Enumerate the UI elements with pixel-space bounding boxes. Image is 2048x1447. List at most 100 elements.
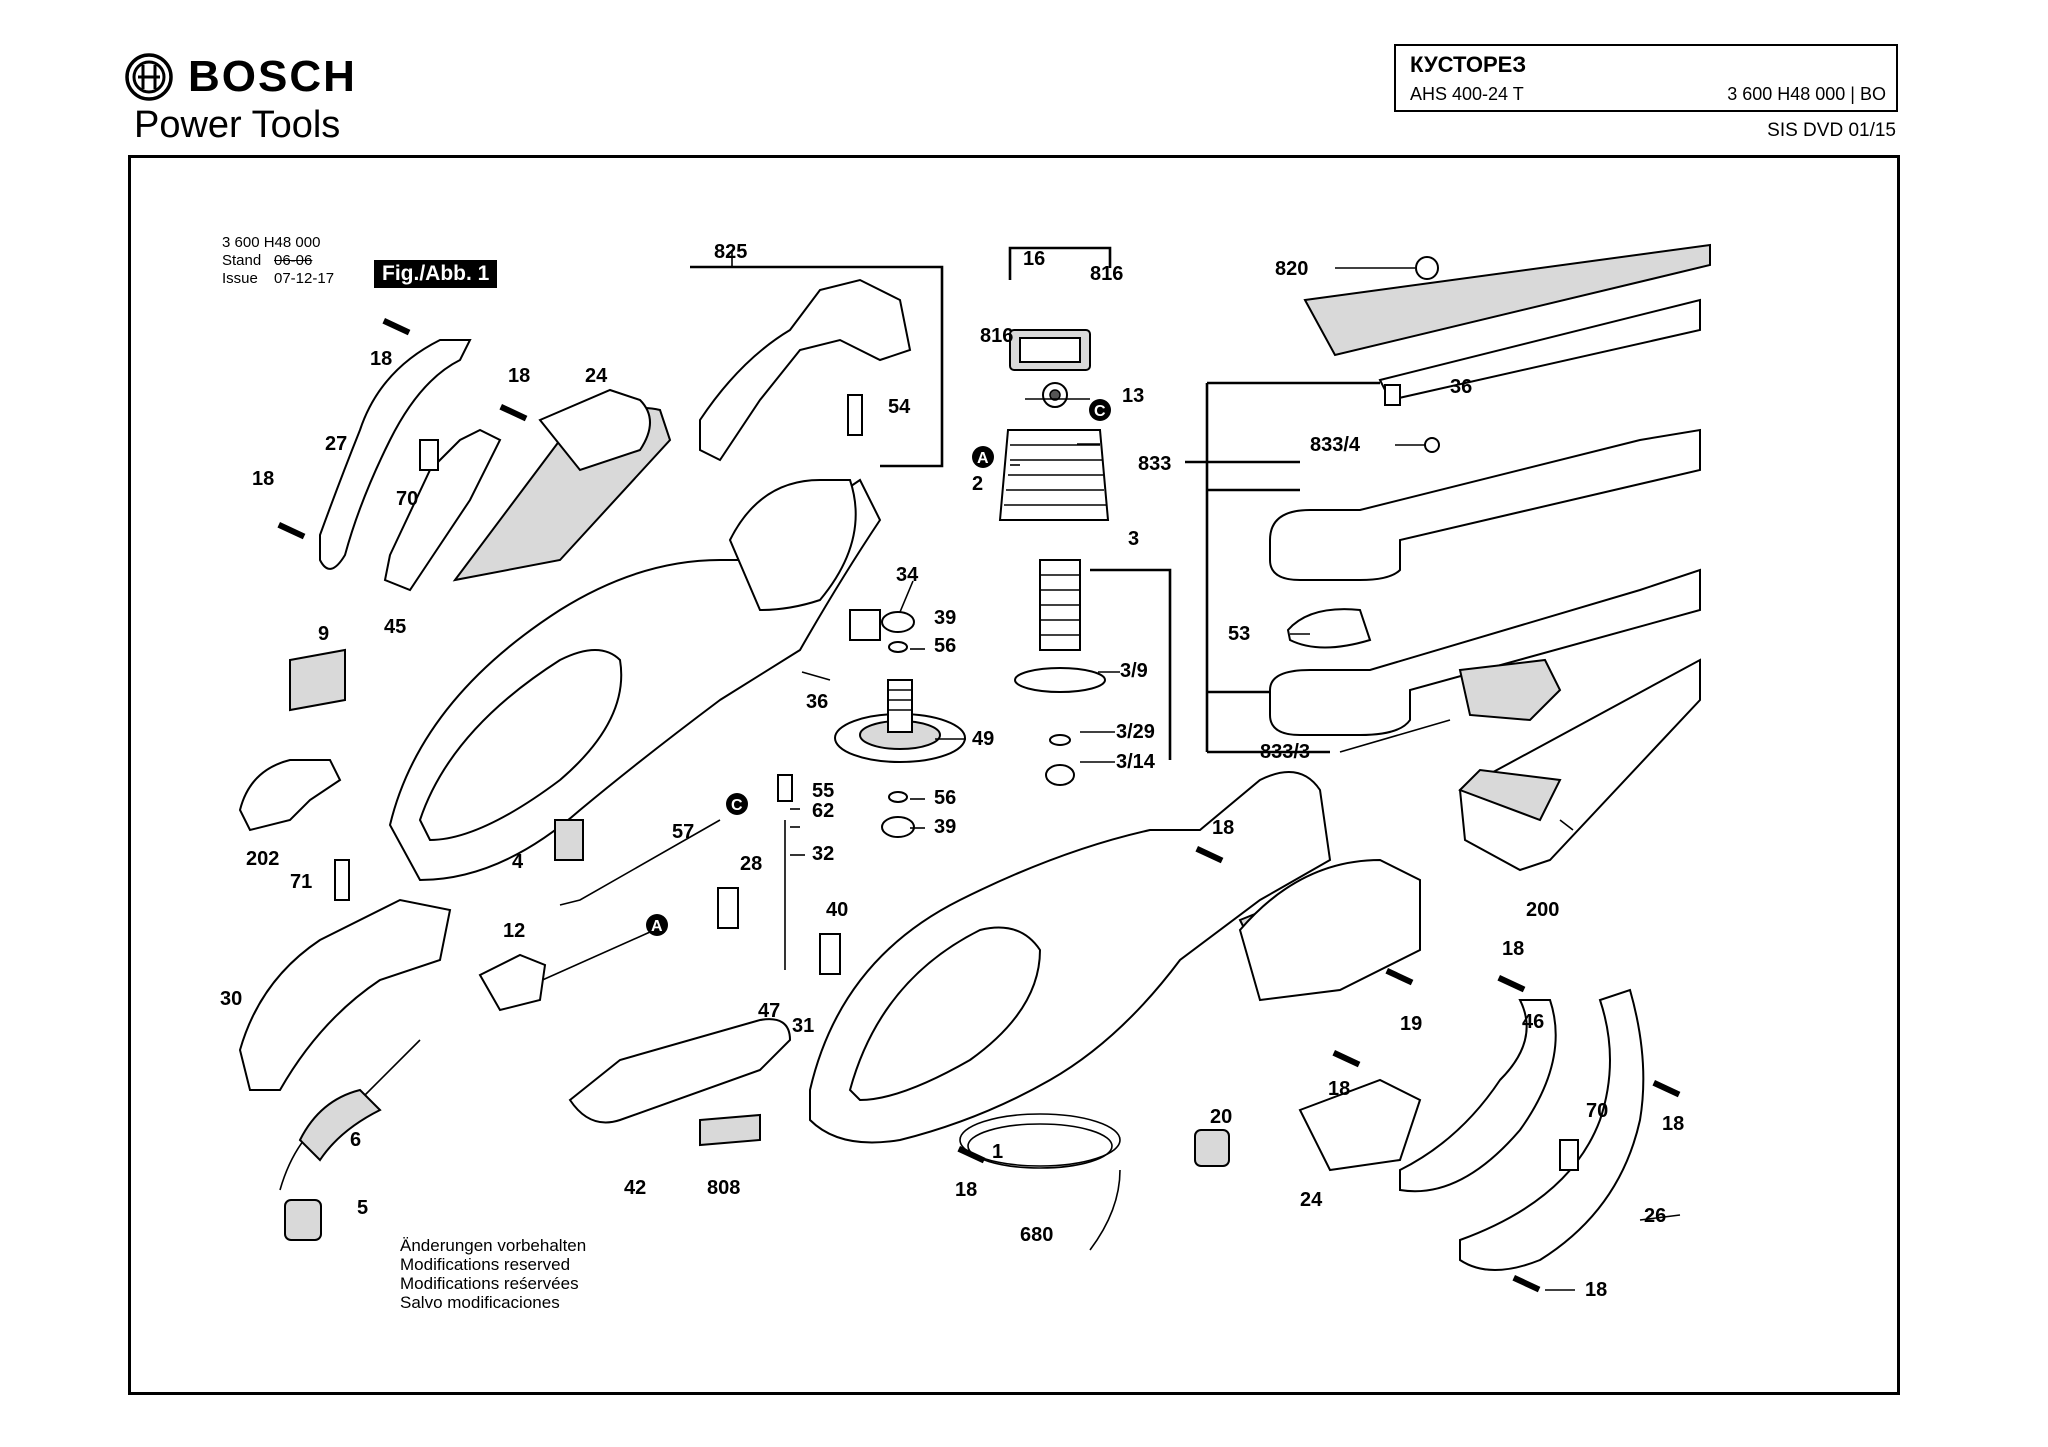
label-3-14: 3/14 — [1116, 751, 1156, 773]
part-26 — [1459, 988, 1645, 1271]
svg-text:C: C — [1094, 403, 1106, 420]
label-808 — [699, 1113, 761, 1147]
bosch-armature-icon — [125, 53, 173, 101]
stand-value: 06-06 — [274, 252, 313, 269]
label-3-29: 3/29 — [1116, 721, 1155, 743]
spring-55 — [777, 774, 793, 802]
figure-label: Fig./Abb. 1 — [374, 260, 498, 288]
label-56a: 56 — [934, 635, 956, 657]
label-36a: 36 — [1450, 376, 1472, 398]
doc-number: 3 600 H48 000 — [222, 234, 321, 251]
label-27: 27 — [325, 433, 347, 455]
product-title: КУСТОРЕЗ — [1410, 52, 1527, 77]
screws — [277, 318, 1681, 1293]
label-28: 28 — [740, 853, 762, 875]
bracket-825 — [690, 265, 944, 468]
part-27 — [319, 339, 472, 570]
label-202: 202 — [246, 848, 279, 870]
label-825: 825 — [714, 241, 747, 263]
spring-54 — [847, 394, 863, 436]
label-833-3: 833/3 — [1260, 741, 1310, 763]
label-6: 6 — [350, 1129, 361, 1151]
model-name: AHS 400-24 T — [1410, 84, 1524, 104]
label-40: 40 — [826, 899, 848, 921]
stand-label: Stand — [222, 252, 262, 269]
sis-version: SIS DVD 01/15 — [1767, 120, 1896, 141]
label-57: 57 — [672, 821, 694, 843]
svg-text:A: A — [651, 918, 663, 935]
label-18d: 18 — [1212, 817, 1234, 839]
label-3: 3 — [1128, 528, 1139, 550]
doc-meta: 3 600 H48 000 Stand 06-06 Issue 07-12-17 — [222, 234, 334, 288]
part-825 — [699, 278, 912, 462]
label-32: 32 — [812, 843, 834, 865]
note-en: Modifications reserved — [400, 1255, 571, 1274]
plug-5 — [284, 1199, 322, 1241]
label-24a: 24 — [585, 365, 608, 387]
spring-70b — [1559, 1139, 1579, 1171]
part-833-4 — [1424, 437, 1440, 453]
cable-680 — [959, 1113, 1121, 1167]
marker-a-1: A — [972, 446, 994, 468]
spring-70a — [419, 439, 439, 471]
part-820 — [1415, 256, 1439, 280]
part-40 — [819, 933, 841, 975]
label-13: 13 — [1122, 385, 1144, 407]
label-18i: 18 — [1585, 1279, 1607, 1301]
label-18b: 18 — [508, 365, 530, 387]
subbrand: Power Tools — [134, 104, 341, 146]
label-26: 26 — [1644, 1205, 1666, 1227]
label-16: 16 — [1023, 248, 1045, 270]
bosch-logo: BOSCH — [124, 52, 357, 102]
label-53: 53 — [1228, 623, 1250, 645]
note-fr: Modifications reśervées — [400, 1274, 579, 1293]
label-39b: 39 — [934, 816, 956, 838]
part-28 — [717, 887, 739, 929]
bracket-16 — [1008, 246, 1112, 280]
label-18e: 18 — [1502, 938, 1524, 960]
title-box: КУСТОРЕЗ AHS 400-24 T 3 600 H48 000 | BO — [1394, 44, 1898, 112]
label-70b: 70 — [1586, 1100, 1608, 1122]
label-833-4: 833/4 — [1310, 434, 1361, 456]
label-19: 19 — [1400, 1013, 1422, 1035]
label-62: 62 — [812, 800, 834, 822]
part-42 — [568, 1018, 792, 1124]
label-816a: 816 — [1090, 263, 1123, 285]
part-number: 3 600 H48 000 | BO — [1727, 84, 1886, 104]
label-1: 1 — [992, 1141, 1003, 1163]
label-12: 12 — [503, 920, 525, 942]
note-es: Salvo modificaciones — [400, 1293, 560, 1312]
label-36b: 36 — [806, 691, 828, 713]
part-46 — [1399, 999, 1557, 1193]
part-70-45 — [383, 428, 502, 592]
label-34: 34 — [896, 564, 919, 586]
label-70a: 70 — [396, 488, 418, 510]
bracket-3 — [1090, 568, 1172, 760]
label-9: 9 — [318, 623, 329, 645]
part-12 — [478, 953, 547, 1012]
label-18f: 18 — [1328, 1078, 1350, 1100]
label-680: 680 — [1020, 1224, 1053, 1246]
gear-49 — [834, 679, 966, 763]
label-9 — [289, 648, 346, 712]
label-54: 54 — [888, 396, 911, 418]
label-55: 55 — [812, 780, 834, 802]
label-200: 200 — [1526, 899, 1559, 921]
label-71: 71 — [290, 871, 312, 893]
modifications-note: Änderungen vorbehalten Modifications res… — [400, 1236, 586, 1312]
motor-assembly — [998, 329, 1110, 786]
note-de: Änderungen vorbehalten — [400, 1236, 587, 1255]
brand-name: BOSCH — [188, 52, 357, 101]
svg-text:A: A — [977, 450, 989, 467]
label-47: 47 — [758, 1000, 780, 1022]
label-18a: 18 — [370, 348, 392, 370]
label-24b: 24 — [1300, 1189, 1323, 1211]
label-2: 2 — [972, 473, 983, 495]
marker-c-1: C — [1089, 399, 1111, 421]
switch-4 — [554, 819, 584, 861]
part-30 — [238, 898, 452, 1091]
label-49: 49 — [972, 728, 994, 750]
label-30: 30 — [220, 988, 242, 1010]
marker-c-2: C — [726, 793, 748, 815]
drawing-frame — [128, 155, 1900, 1395]
